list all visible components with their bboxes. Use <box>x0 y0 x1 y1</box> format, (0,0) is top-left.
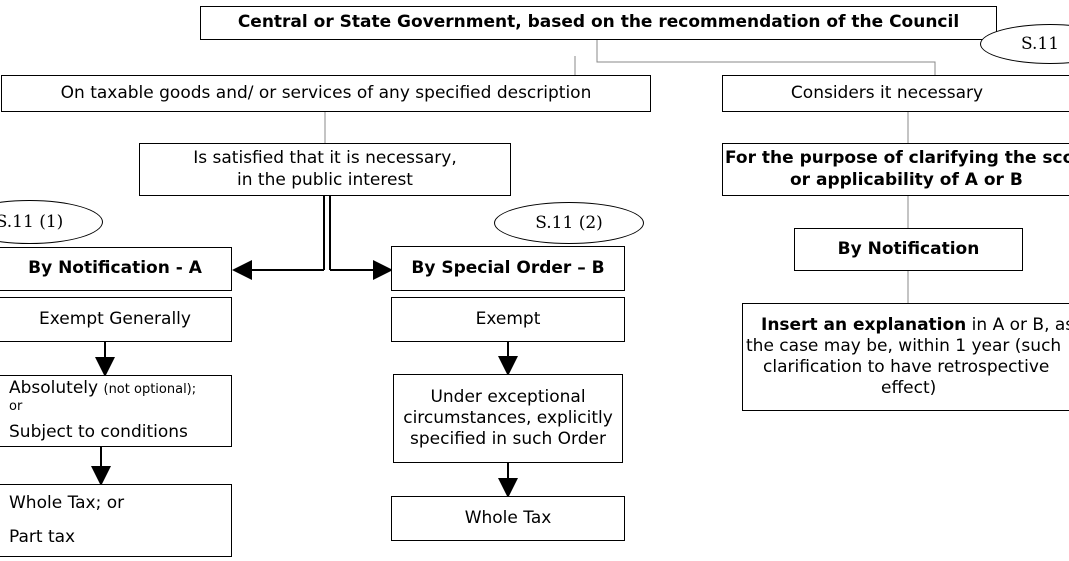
special-order-b-box: By Special Order – B <box>391 246 625 291</box>
exceptional-box: Under exceptional circumstances, explici… <box>393 374 623 463</box>
by-notification-label: By Notification <box>837 238 980 259</box>
insert-line-4: effect) <box>881 378 937 399</box>
right-header-text: Considers it necessary <box>790 82 984 103</box>
exempt-generally-label: Exempt Generally <box>39 308 191 329</box>
insert-explanation-box: Insert an explanation in A or B, as the … <box>742 303 1069 411</box>
exceptional-line-2: circumstances, explicitly <box>403 407 613 428</box>
insert-explanation-rest: in A or B, as <box>966 314 1069 335</box>
notification-a-box: By Notification - A <box>0 247 232 291</box>
whole-tax-or-text: Whole Tax; or <box>9 493 125 514</box>
purpose-line-1: For the purpose of clarifying the scope <box>725 148 1069 169</box>
satisfied-box: Is satisfied that it is necessary, in th… <box>139 143 511 196</box>
oval-s11-1-label: S.11 (1) <box>0 212 64 232</box>
oval-s11-1: S.11 (1) <box>0 200 103 244</box>
insert-line-2: the case may be, within 1 year (such <box>746 335 1062 356</box>
part-tax-text: Part tax <box>9 526 76 547</box>
insert-line-1: Insert an explanation in A or B, as <box>761 315 1069 336</box>
absolutely-text: Absolutely <box>9 378 99 398</box>
purpose-box: For the purpose of clarifying the scope … <box>722 143 1069 196</box>
exempt-box: Exempt <box>391 297 625 342</box>
subject-to-conditions-text: Subject to conditions <box>9 421 188 442</box>
left-header-text: On taxable goods and/ or services of any… <box>60 82 592 103</box>
top-box: Central or State Government, based on th… <box>200 6 997 40</box>
oval-s11-2: S.11 (2) <box>494 202 644 244</box>
top-box-text: Central or State Government, based on th… <box>237 12 960 33</box>
not-optional-text: (not optional); <box>103 382 197 397</box>
exempt-generally-box: Exempt Generally <box>0 297 232 342</box>
or-text: or <box>9 399 23 415</box>
insert-explanation-bold: Insert an explanation <box>761 314 967 335</box>
whole-tax-box: Whole Tax <box>391 496 625 541</box>
left-header-box: On taxable goods and/ or services of any… <box>1 75 651 112</box>
special-order-b-label: By Special Order – B <box>411 257 605 278</box>
absolutely-line: Absolutely (not optional); <box>9 378 196 399</box>
notification-a-label: By Notification - A <box>28 258 202 279</box>
whole-tax-label: Whole Tax <box>464 507 552 528</box>
whole-tax-or-part-box: Whole Tax; or Part tax <box>0 484 232 557</box>
satisfied-line-2: in the public interest <box>237 169 413 190</box>
exempt-label: Exempt <box>475 308 541 329</box>
purpose-line-2: or applicability of A or B <box>790 169 1023 190</box>
absolutely-box: Absolutely (not optional); or Subject to… <box>0 375 232 447</box>
oval-s11-2-label: S.11 (2) <box>535 213 603 233</box>
oval-s11-top-label: S.11 <box>1020 34 1060 54</box>
line-top-to-right <box>596 40 936 75</box>
satisfied-line-1: Is satisfied that it is necessary, <box>193 148 457 169</box>
insert-line-3: clarification to have retrospective <box>763 357 1050 377</box>
exceptional-line-3: specified in such Order <box>410 429 606 450</box>
exceptional-line-1: Under exceptional <box>430 386 586 407</box>
by-notification-box: By Notification <box>794 228 1023 271</box>
right-header-box: Considers it necessary <box>722 75 1069 112</box>
